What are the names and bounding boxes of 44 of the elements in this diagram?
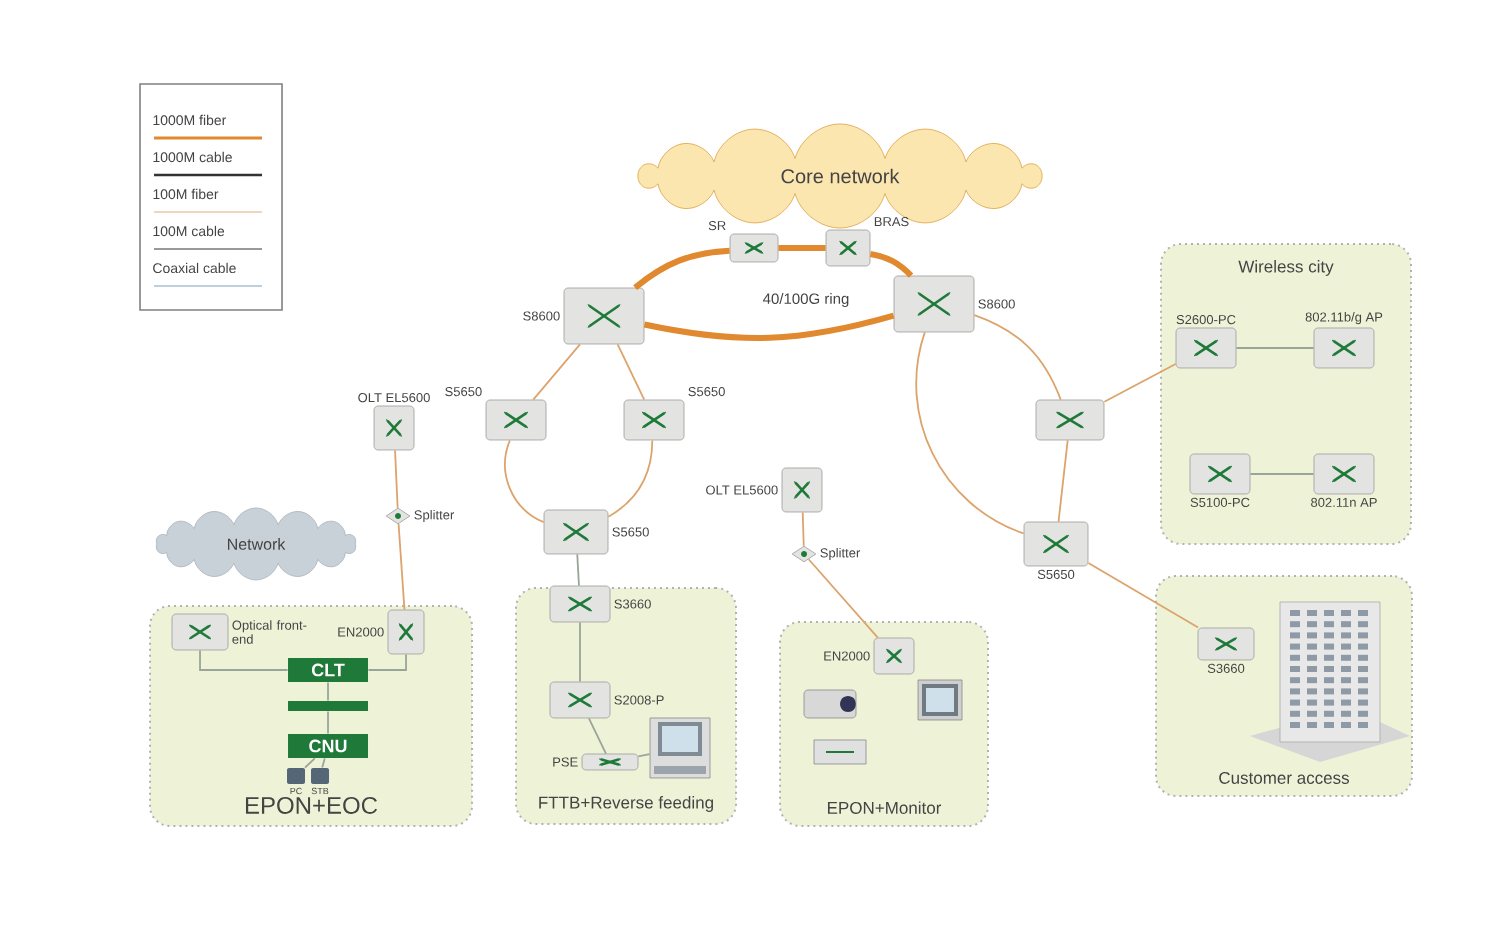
connector xyxy=(532,343,581,401)
group-title: EPON+Monitor xyxy=(828,801,942,814)
connector xyxy=(321,757,326,769)
group-title: Wireless city xyxy=(1238,260,1334,276)
connector xyxy=(633,247,730,290)
group-title: Customer access xyxy=(1219,771,1349,784)
connector xyxy=(915,331,1025,535)
connector xyxy=(778,245,826,251)
connector xyxy=(1057,439,1069,523)
connector xyxy=(973,314,1062,401)
connector xyxy=(327,681,329,702)
device-box: CNU xyxy=(288,734,368,758)
connector xyxy=(397,523,406,611)
monitor-drawing xyxy=(917,679,963,721)
connector xyxy=(199,649,289,671)
switch-icon xyxy=(1035,399,1105,441)
connector xyxy=(607,439,654,518)
connector xyxy=(869,251,914,278)
connector xyxy=(327,710,329,735)
connector xyxy=(1087,562,1200,629)
connector xyxy=(1103,363,1177,403)
connector xyxy=(588,717,607,755)
connector xyxy=(637,753,651,758)
connector xyxy=(394,449,399,509)
connector xyxy=(576,553,580,587)
connector xyxy=(579,621,581,683)
computer-drawing xyxy=(649,717,711,779)
building-drawing xyxy=(1250,601,1410,762)
group-title: EPON+EOC xyxy=(245,796,378,814)
camera-drawing xyxy=(803,689,857,719)
cloud: Network xyxy=(155,507,357,581)
coupler-bar xyxy=(288,701,368,711)
connector xyxy=(616,343,646,401)
group-title: FTTB+Reverse feeding xyxy=(539,796,713,812)
connector xyxy=(1235,347,1315,349)
connector xyxy=(504,439,545,524)
connector xyxy=(304,757,316,769)
connector xyxy=(807,558,879,639)
device-box: CLT xyxy=(288,658,368,682)
connector xyxy=(1249,473,1315,475)
connector xyxy=(643,312,895,341)
recorder-drawing xyxy=(813,739,867,765)
connector xyxy=(367,653,407,671)
connector xyxy=(801,511,805,547)
